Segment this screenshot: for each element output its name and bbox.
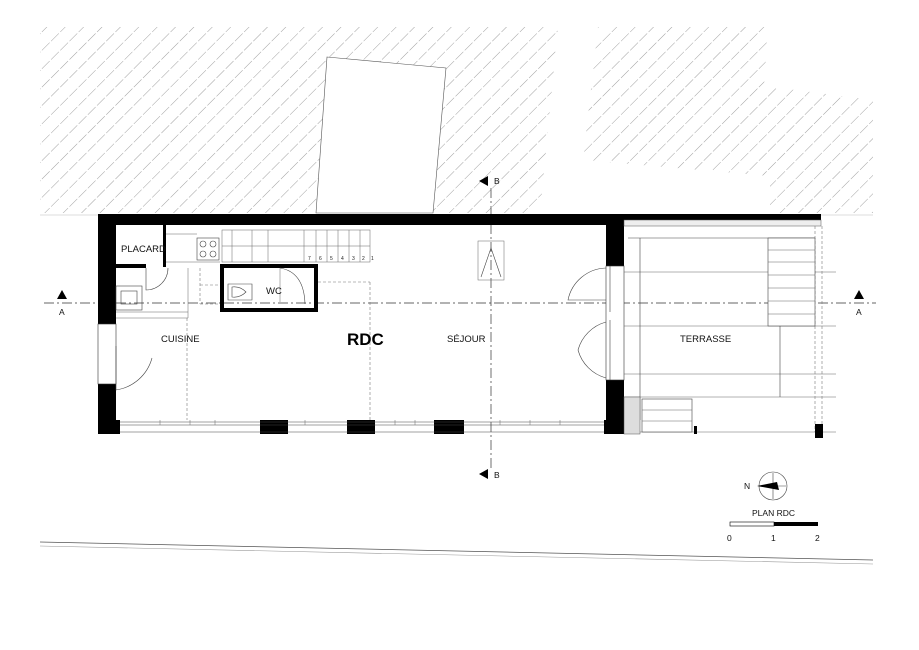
cooktop	[196, 237, 220, 261]
north-arrow: N	[744, 471, 788, 501]
door-swing-east-lower-2	[577, 349, 607, 379]
stair-step-4: 4	[341, 256, 344, 262]
neighbouring-buildings	[40, 27, 873, 216]
section-b-bottom-arrow-icon	[479, 469, 488, 479]
wc-wall-north	[220, 264, 318, 268]
section-b-bottom-label: B	[494, 470, 500, 480]
wc-wall-west	[220, 264, 224, 312]
skylight	[477, 240, 505, 281]
toilet	[227, 283, 253, 301]
wall-north	[98, 214, 624, 225]
interior-stair: 7 6 5 4 3 2 1	[221, 229, 374, 263]
neighbour-building-right	[583, 27, 873, 213]
section-b-top-arrow-icon	[479, 176, 488, 186]
section-markers: A A B B	[57, 176, 864, 480]
section-axes	[44, 188, 876, 468]
terrace	[623, 214, 836, 438]
room-label-sejour: SÉJOUR	[447, 334, 486, 345]
pier-south-1	[260, 420, 288, 434]
pier-south-2	[347, 420, 375, 434]
room-label-cuisine: CUISINE	[161, 334, 200, 345]
wall-south-east	[604, 420, 624, 434]
pier-south-3	[434, 420, 464, 434]
section-a-right-arrow-icon	[854, 290, 864, 299]
room-label-terrasse: TERRASSE	[680, 334, 731, 345]
stair-step-3: 3	[352, 256, 355, 262]
section-a-right-label: A	[856, 307, 862, 317]
neighbour-building-left	[40, 27, 558, 213]
wc-wall-east	[314, 264, 318, 312]
wc-wall-south	[220, 308, 318, 312]
door-swing-east-lower	[577, 321, 607, 351]
north-label: N	[744, 481, 750, 491]
section-a-left-label: A	[59, 307, 65, 317]
neighbour-block	[315, 56, 447, 214]
placard-wall-side	[163, 225, 166, 267]
south-glazing	[120, 420, 604, 433]
room-labels: PLACARD WC CUISINE RDC SÉJOUR TERRASSE	[121, 244, 731, 349]
sink	[115, 285, 143, 311]
north-arrow-icon	[757, 482, 779, 490]
exterior-walls	[98, 214, 624, 434]
scale-tick-2: 2	[815, 533, 820, 543]
placard-wall	[116, 264, 146, 268]
wall-south-west	[98, 420, 120, 434]
stair-step-6: 6	[319, 256, 322, 262]
scale-bar: PLAN RDC 0 1 2	[727, 508, 820, 543]
door-swing-west	[115, 346, 153, 391]
section-b-top-label: B	[494, 176, 500, 186]
wall-west-upper	[98, 214, 116, 324]
room-label-placard: PLACARD	[121, 244, 166, 255]
interior-fixtures	[115, 233, 505, 420]
wall-east-upper	[606, 214, 624, 266]
level-label: RDC	[347, 330, 384, 349]
stair-step-7: 7	[308, 256, 311, 262]
scale-tick-0: 0	[727, 533, 732, 543]
stair-step-2: 2	[362, 256, 365, 262]
street-lines	[39, 541, 874, 565]
room-label-wc: WC	[266, 286, 282, 297]
doors	[97, 265, 625, 391]
section-a-left-arrow-icon	[57, 290, 67, 299]
stair-step-1: 1	[371, 256, 374, 262]
stair-step-5: 5	[330, 256, 333, 262]
scale-title: PLAN RDC	[752, 508, 795, 518]
door-swing-east-upper	[567, 267, 607, 301]
scale-tick-1: 1	[771, 533, 776, 543]
